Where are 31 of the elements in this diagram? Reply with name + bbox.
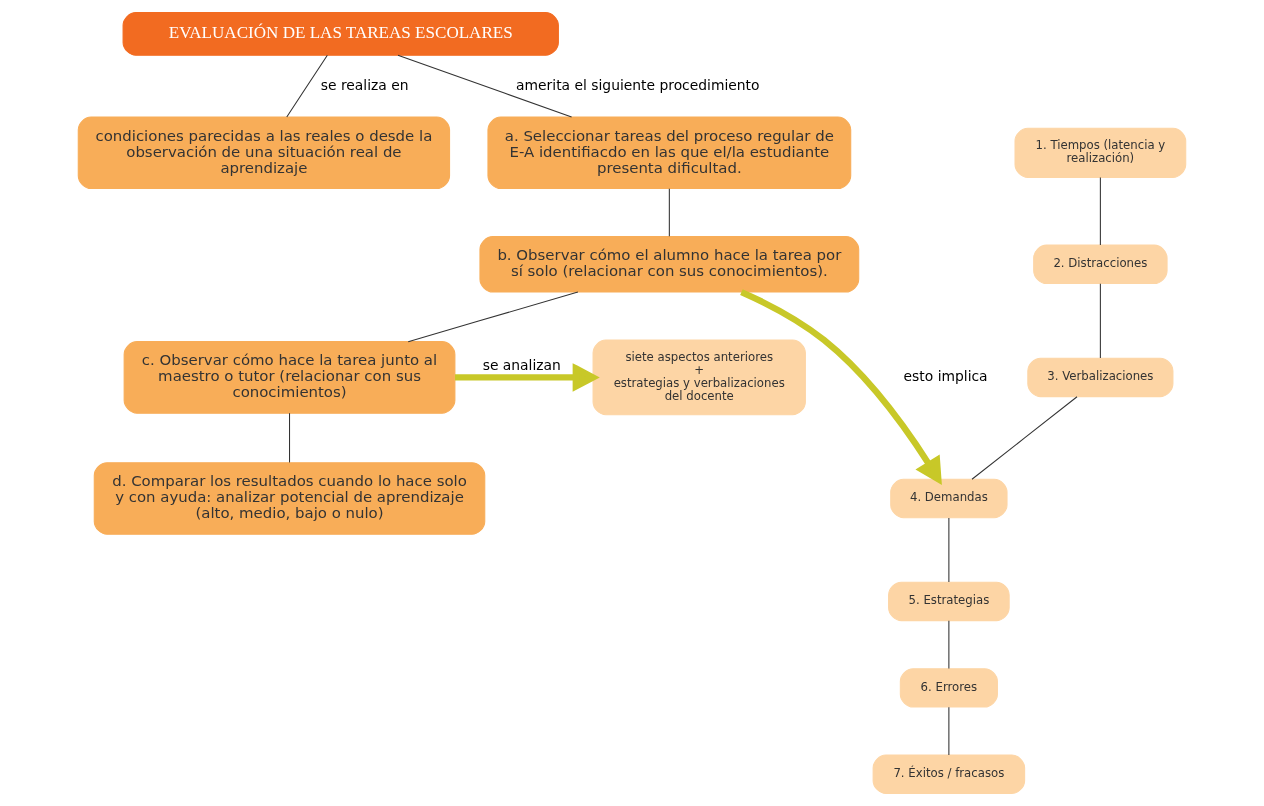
node-box: a. Seleccionar tareas del proceso regular de E-A identifiacdo en las que el/la estudiante presenta dificultad. [487, 116, 852, 190]
connector [948, 517, 950, 583]
connector [286, 54, 328, 118]
connector [397, 54, 573, 118]
edge-label: se realiza en [320, 76, 409, 93]
node-box: 5. Estrategias [888, 581, 1010, 622]
connector [948, 620, 950, 670]
edge-label: esto implica [903, 368, 988, 385]
node-box: 2. Distracciones [1033, 244, 1168, 285]
connector [668, 188, 670, 237]
connector [407, 291, 579, 343]
node-box: d. Comparar los resultados cuando lo hace solo y con ayuda: analizar potencial de aprendizaje (alto, medio, bajo o nulo) [93, 462, 486, 535]
node-box: b. Observar cómo el alumno hace la tarea por sí solo (relacionar con sus conocimientos). [479, 236, 860, 293]
edge-label: amerita el siguiente procedimiento [516, 76, 760, 93]
node-box: condiciones parecidas a las reales o desde la observación de una situación real de aprendizaje [77, 116, 451, 190]
node-box: EVALUACIÓN DE LAS TAREAS ESCOLARES [122, 11, 559, 56]
connector [971, 396, 1078, 480]
arrow [455, 363, 600, 392]
node-box: 4. Demandas [890, 478, 1008, 519]
node-box: c. Observar cómo hace la tarea junto al maestro o tutor (relacionar con sus conocimientos) [123, 341, 456, 414]
node-box: 1. Tiempos (latencia y realización) [1014, 127, 1187, 178]
node-box: 7. Éxitos / fracasos [872, 754, 1026, 795]
arrow [740, 289, 942, 486]
connector [1099, 283, 1101, 359]
node-box: 6. Errores [899, 668, 998, 708]
node-box: 3. Verbalizaciones [1027, 357, 1174, 398]
connector [289, 412, 291, 463]
connector [1099, 177, 1101, 246]
edge-label: se analizan [482, 357, 561, 374]
node-box: siete aspectos anteriores + estrategias y verbalizaciones del docente [592, 339, 806, 416]
connector [948, 706, 950, 756]
